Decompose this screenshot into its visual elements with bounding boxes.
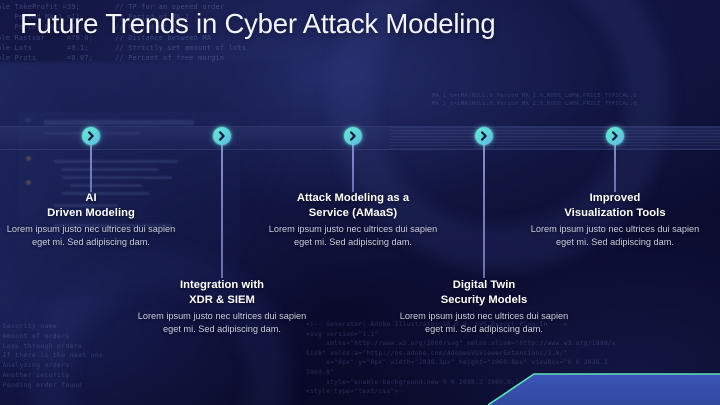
timeline-connector-5	[614, 144, 616, 192]
chevron-right-icon	[612, 131, 618, 141]
timeline-item-3-body: Lorem ipsum justo nec ultrices dui sapie…	[268, 223, 438, 247]
timeline-item-3-title-line1: Attack Modeling as a	[296, 192, 410, 204]
timeline-connector-3	[352, 144, 354, 192]
timeline-item-3-title-line2: Service (AMaaS)	[308, 206, 398, 219]
timeline-item-4-title: Digital Twin Security Models	[399, 278, 569, 308]
timeline-item-1-title-line1: AI	[85, 192, 97, 204]
timeline-item-2: Integration with XDR & SIEM Lorem ipsum …	[137, 278, 307, 336]
timeline-item-1-title-line2: Driven Modeling	[47, 206, 135, 219]
chevron-right-icon	[88, 131, 94, 141]
chevron-right-icon	[481, 131, 487, 141]
timeline-item-3: Attack Modeling as a Service (AMaaS) Lor…	[268, 191, 438, 249]
timeline-marker-5[interactable]	[606, 127, 624, 145]
slide-title: Future Trends in Cyber Attack Modeling	[20, 8, 496, 39]
chevron-right-icon	[219, 131, 225, 141]
timeline-band-hatch	[390, 127, 720, 149]
timeline-connector-4	[483, 144, 485, 278]
timeline-marker-1[interactable]	[82, 127, 100, 145]
timeline-item-4-title-line1: Digital Twin	[452, 279, 516, 291]
timeline-connector-2	[221, 144, 223, 278]
timeline-item-5-title-line2: Visualization Tools	[564, 206, 666, 219]
timeline-item-5-title-line1: Improved	[589, 192, 641, 204]
timeline-item-4-body: Lorem ipsum justo nec ultrices dui sapie…	[399, 310, 569, 334]
timeline-item-5-body: Lorem ipsum justo nec ultrices dui sapie…	[530, 223, 700, 247]
chevron-right-icon	[350, 131, 356, 141]
timeline-item-2-title-line1: Integration with	[179, 279, 265, 291]
timeline-item-2-body: Lorem ipsum justo nec ultrices dui sapie…	[137, 310, 307, 334]
timeline-item-1: AI Driven Modeling Lorem ipsum justo nec…	[6, 191, 176, 249]
timeline-item-5-title: Improved Visualization Tools	[530, 191, 700, 221]
timeline-marker-3[interactable]	[344, 127, 362, 145]
timeline-item-4: Digital Twin Security Models Lorem ipsum…	[399, 278, 569, 336]
timeline-connector-1	[90, 144, 92, 192]
timeline-item-4-title-line2: Security Models	[440, 293, 528, 306]
timeline-item-2-title: Integration with XDR & SIEM	[137, 278, 307, 308]
timeline-item-1-title: AI Driven Modeling	[6, 191, 176, 221]
timeline-item-1-body: Lorem ipsum justo nec ultrices dui sapie…	[6, 223, 176, 247]
timeline-item-2-title-line2: XDR & SIEM	[189, 293, 255, 306]
timeline-marker-4[interactable]	[475, 127, 493, 145]
timeline-item-3-title: Attack Modeling as a Service (AMaaS)	[268, 191, 438, 221]
timeline-marker-2[interactable]	[213, 127, 231, 145]
timeline-item-5: Improved Visualization Tools Lorem ipsum…	[530, 191, 700, 249]
